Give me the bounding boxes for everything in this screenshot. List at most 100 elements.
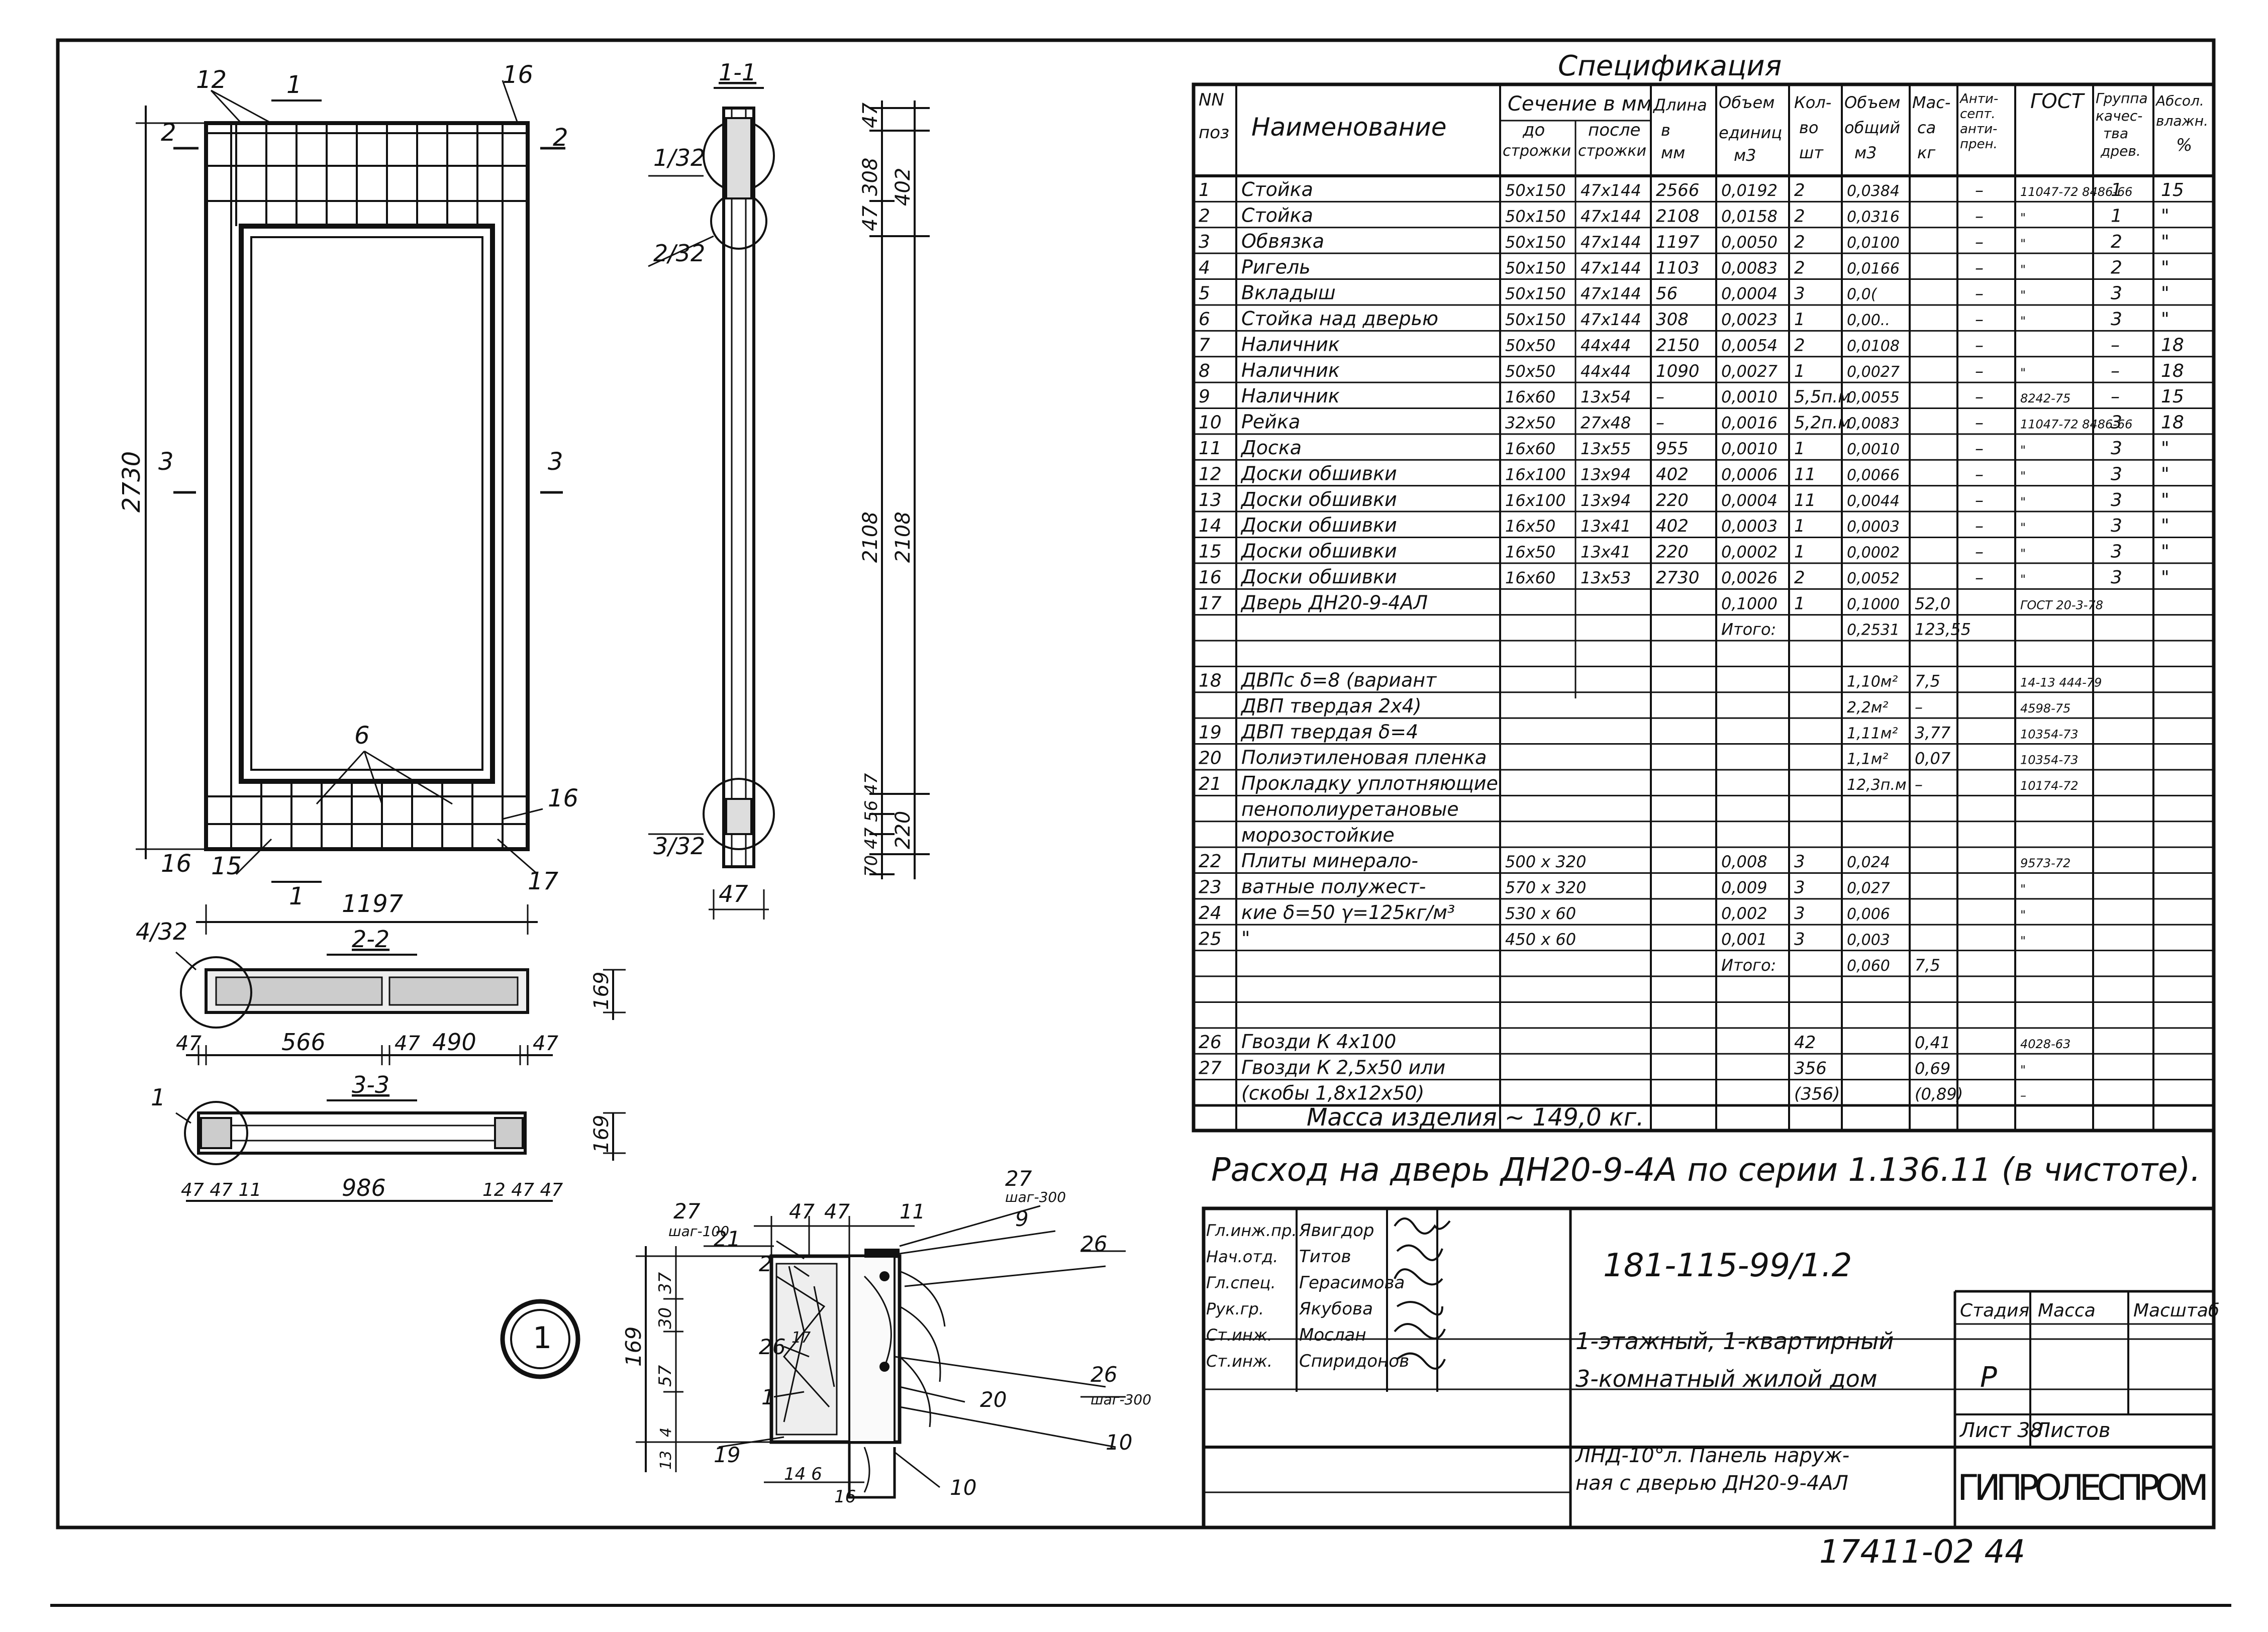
spec-cell: – — [1656, 387, 1664, 407]
spec-cell: 0,0384 — [1847, 182, 1900, 200]
spec-cell: " — [2020, 934, 2026, 948]
pos-1-n: 1 — [761, 1385, 775, 1409]
spec-cell: 16х50 — [1505, 543, 1555, 562]
spec-cell: 3 — [2111, 413, 2122, 433]
spec-cell: – — [1975, 232, 1984, 252]
spec-cell: 0,69 — [1915, 1059, 1950, 1078]
spec-cell: 0,003 — [1847, 931, 1890, 949]
name-1: Явигдор — [1299, 1220, 1374, 1241]
hdr-tvol-3: м3 — [1854, 143, 1877, 162]
spec-cell: Доски обшивки — [1240, 488, 1397, 511]
dim-402: 402 — [892, 168, 915, 206]
spec-cell: 1103 — [1656, 258, 1700, 278]
spec-cell: 47х144 — [1581, 310, 1641, 329]
spec-cell: 19 — [1199, 722, 1222, 743]
spec-cell: (скобы 1,8х12х50) — [1241, 1082, 1424, 1104]
spec-cell: – — [1975, 439, 1984, 459]
role-senior-eng-1: Ст.инж. — [1206, 1325, 1272, 1345]
spec-cell: " — [2020, 495, 2026, 509]
spec-cell: – — [1975, 542, 1984, 562]
dim-2108-a: 2108 — [859, 512, 882, 563]
spec-cell: " — [2020, 443, 2026, 457]
node-marker-1: 1 — [533, 1320, 552, 1356]
spec-cell: 4 — [1199, 257, 1210, 278]
spec-cell: Дверь ДН20-9-4АЛ — [1240, 591, 1428, 614]
spec-cell: 47х144 — [1581, 207, 1641, 226]
hdr-name: Наименование — [1251, 113, 1447, 142]
spec-cell: " — [2161, 516, 2170, 536]
spec-cell: 220 — [1656, 490, 1689, 511]
pos-7-n: 10 — [950, 1475, 976, 1500]
spec-cell: 1 — [1794, 593, 1805, 614]
dim-47-c: 47 — [533, 1032, 558, 1055]
spec-cell: 1090 — [1656, 361, 1700, 381]
spec-cell: 0,41 — [1915, 1033, 1950, 1052]
spec-cell: " — [2161, 232, 2170, 252]
spec-cell: 0,0010 — [1847, 441, 1900, 458]
usage-note: Расход на дверь ДН20-9-4А по серии 1.136… — [1211, 1152, 2201, 1189]
spec-cell: 0,009 — [1721, 878, 1767, 897]
spec-cell: 0,0052 — [1847, 570, 1900, 587]
dim-490: 490 — [432, 1029, 476, 1056]
spec-cell: – — [1656, 413, 1664, 433]
spec-cell: " — [2020, 521, 2026, 535]
spec-cell: 570 х 320 — [1505, 878, 1586, 897]
dim-566: 566 — [281, 1029, 326, 1056]
spec-cell: – — [1975, 180, 1984, 200]
sheet-desc-2: ная с дверью ДН20-9-4АЛ — [1575, 1472, 1848, 1495]
spec-cell: 2 — [1794, 180, 1805, 200]
step-300-a: шаг-300 — [1005, 1189, 1066, 1205]
spec-cell: 9 — [1199, 386, 1210, 407]
spec-cell: 2150 — [1656, 335, 1700, 355]
spec-cell: " — [2161, 542, 2170, 562]
hdr-poz: поз — [1199, 123, 1229, 143]
spec-cell: ДВПс δ=8 (вариант — [1240, 669, 1437, 691]
spec-cell: – — [1975, 258, 1984, 278]
sec-mark-2-left: 2 — [161, 119, 176, 147]
spec-cell: Наличник — [1241, 385, 1340, 407]
spec-cell: 3 — [2111, 516, 2122, 536]
dim-986: 986 — [342, 1174, 386, 1201]
pos-26-left: 26 — [759, 1335, 785, 1359]
dim-169-2-2: 169 — [590, 972, 613, 1010]
spec-cell: 17 — [1199, 593, 1222, 614]
spec-cell: " — [2161, 490, 2170, 511]
spec-cell: – — [1975, 516, 1984, 536]
spec-cell: 0,0044 — [1847, 492, 1900, 510]
spec-cell: " — [2161, 257, 2170, 278]
role-head-dept: Нач.отд. — [1206, 1247, 1278, 1266]
hdr-moist-3: % — [2176, 135, 2192, 155]
spec-cell: 0,060 — [1847, 957, 1890, 975]
hdr-length-3: мм — [1661, 143, 1685, 162]
sec-mark-2-right: 2 — [553, 124, 568, 152]
dim-47-top: 47 — [859, 103, 882, 128]
spec-cell: 18 — [2161, 413, 2184, 433]
spec-cell: 0,0316 — [1847, 208, 1900, 226]
spec-cell: 123,55 — [1915, 620, 1971, 639]
spec-cell: " — [1241, 927, 1250, 949]
spec-cell: 3 — [1794, 284, 1805, 304]
spec-cell: " — [2020, 882, 2026, 896]
spec-cell: 47х144 — [1581, 258, 1641, 277]
spec-cell: 402 — [1656, 464, 1689, 484]
hdr-mass-3: кг — [1917, 143, 1935, 162]
spec-cell: 13х53 — [1581, 568, 1631, 587]
dim-47-47-11: 47 47 11 — [181, 1180, 261, 1200]
hdr-mass-2: са — [1917, 118, 1936, 137]
spec-cell: – — [1975, 335, 1984, 355]
dim-13: 13 — [657, 1451, 675, 1470]
spec-cell: – — [1975, 284, 1984, 304]
spec-table-header: Спецификация NN поз Наименование Сечение… — [1199, 50, 2208, 165]
spec-cell: пенополиуретановые — [1241, 798, 1459, 820]
spec-cell: 10174-72 — [2020, 779, 2079, 793]
spec-cell: 0,008 — [1721, 852, 1767, 871]
spec-cell: Обвязка — [1241, 230, 1324, 252]
spec-cell: " — [2020, 211, 2026, 225]
spec-cell: 50х50 — [1505, 362, 1555, 381]
archive-number: 17411-02 44 — [1819, 1534, 2025, 1571]
spec-cell: 5 — [1199, 283, 1210, 304]
project-line-2: 3-комнатный жилой дом — [1575, 1365, 1878, 1392]
spec-cell: " — [2020, 237, 2026, 251]
pos-14: 16 — [503, 61, 533, 89]
hdr-qty-1: Кол- — [1794, 93, 1831, 112]
